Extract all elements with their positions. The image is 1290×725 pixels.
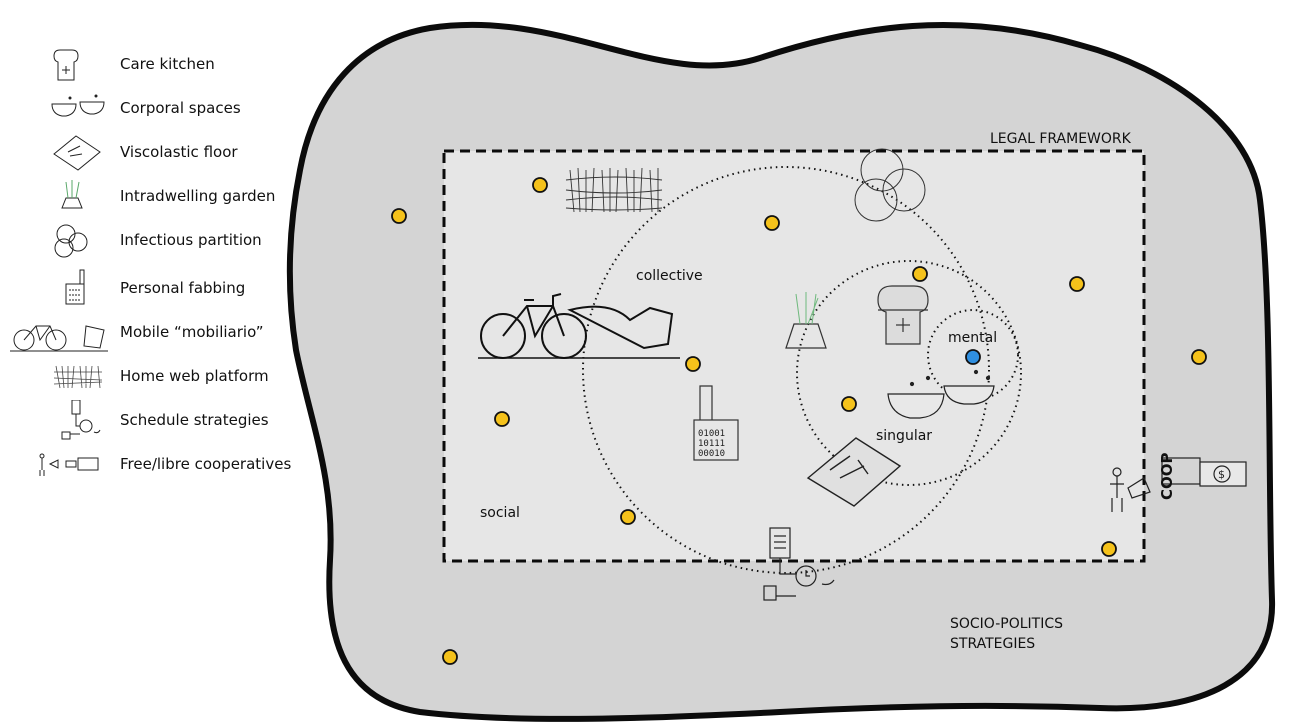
yellow-node bbox=[621, 510, 635, 524]
coop-label: COOP bbox=[1158, 452, 1176, 500]
care-kitchen-icon bbox=[878, 286, 928, 344]
ring-label-social: social bbox=[480, 505, 520, 521]
money-symbol: $ bbox=[1218, 468, 1225, 481]
yellow-node bbox=[1102, 542, 1116, 556]
yellow-node bbox=[392, 209, 406, 223]
binary-line-3: 00010 bbox=[698, 449, 725, 459]
legal-framework-boundary bbox=[444, 151, 1144, 561]
blue-node bbox=[966, 350, 980, 364]
yellow-node bbox=[533, 178, 547, 192]
ring-label-singular: singular bbox=[876, 428, 932, 444]
yellow-node bbox=[686, 357, 700, 371]
yellow-node bbox=[913, 267, 927, 281]
ring-label-mental: mental bbox=[948, 330, 997, 346]
legal-framework-label: LEGAL FRAMEWORK bbox=[990, 131, 1132, 147]
binary-line-2: 10111 bbox=[698, 439, 725, 449]
ring-label-collective: collective bbox=[636, 268, 703, 284]
binary-line-1: 01001 bbox=[698, 429, 725, 439]
yellow-node bbox=[495, 412, 509, 426]
yellow-node bbox=[1070, 277, 1084, 291]
yellow-node bbox=[1192, 350, 1206, 364]
yellow-node bbox=[443, 650, 457, 664]
socio-politics-label-line2: STRATEGIES bbox=[950, 636, 1035, 652]
yellow-node bbox=[765, 216, 779, 230]
yellow-node bbox=[842, 397, 856, 411]
socio-politics-label-line1: SOCIO-POLITICS bbox=[950, 616, 1063, 632]
